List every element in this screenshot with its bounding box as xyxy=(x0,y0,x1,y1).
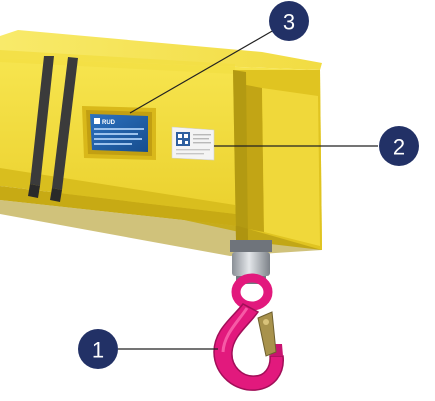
beam-stripe-2 xyxy=(52,57,78,190)
safety-latch xyxy=(257,311,277,357)
id-plate: RUD xyxy=(82,106,156,160)
rud-logo-icon xyxy=(94,118,100,124)
qr-code-icon xyxy=(176,132,190,146)
qr-label xyxy=(171,126,215,161)
callout-2: 2 xyxy=(214,126,419,166)
crane-beam xyxy=(0,30,322,256)
callout-1-badge xyxy=(78,329,118,369)
callout-3-badge xyxy=(269,1,309,41)
callout-1-label: 1 xyxy=(92,338,104,363)
callout-3-label: 3 xyxy=(283,10,295,35)
plate-brand: RUD xyxy=(102,120,116,126)
callout-3: 3 xyxy=(129,1,309,114)
swivel-load-hook-icon xyxy=(213,273,284,391)
callout-2-badge xyxy=(379,126,419,166)
callout-3-leader xyxy=(129,29,275,114)
callout-1: 1 xyxy=(78,329,218,369)
callout-2-label: 2 xyxy=(393,135,405,160)
beam-upper-flange xyxy=(0,50,235,74)
beam-stripe-1 xyxy=(30,56,54,186)
